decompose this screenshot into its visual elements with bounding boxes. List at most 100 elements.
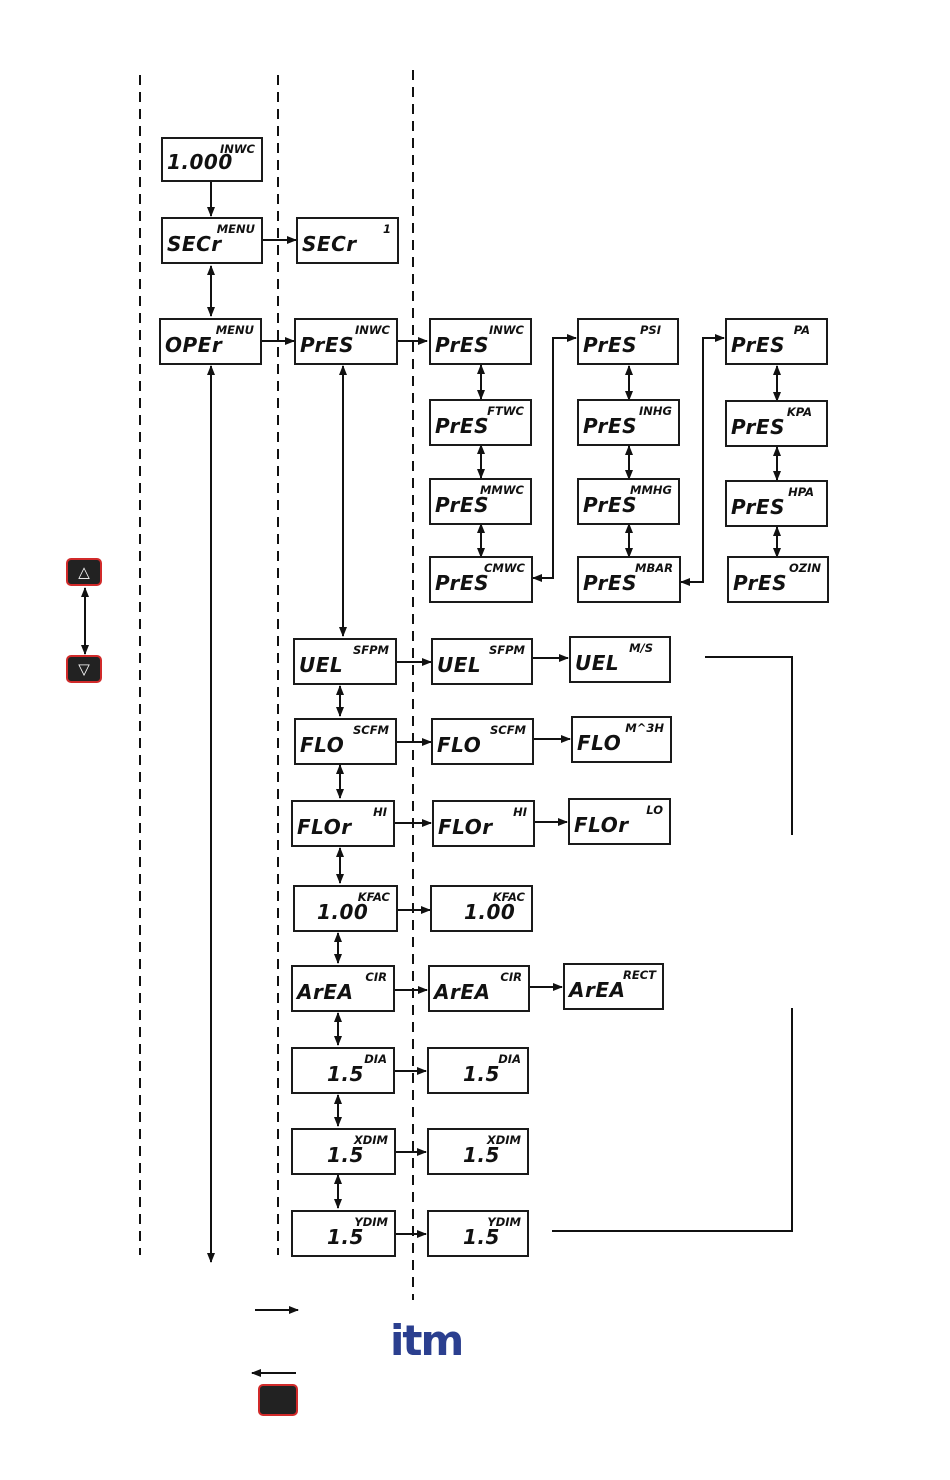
return-bracket-lower: [552, 1008, 793, 1232]
display-unit: MENU: [215, 323, 254, 337]
display-main: PrES: [300, 333, 354, 357]
display-unit: XDIM: [353, 1133, 388, 1147]
display-oper-menu: OPEr MENU: [159, 318, 262, 365]
display-unit: DIA: [498, 1052, 521, 1066]
display-dia-select: 1.5 DIA: [291, 1047, 395, 1094]
display-kfac-value: 1.00 KFAC: [430, 885, 533, 932]
display-unit: M/S: [629, 641, 653, 655]
arrow-mbar-pa: [680, 334, 725, 586]
display-secr-value: SECr 1: [296, 217, 399, 264]
display-main: PrES: [731, 495, 785, 519]
display-flor-lo: FLOr LO: [568, 798, 671, 845]
display-vel-sfpm: UEL SFPM: [431, 638, 533, 685]
display-unit: CIR: [500, 970, 522, 984]
display-main: FLOr: [574, 813, 629, 837]
display-main: OPEr: [165, 333, 223, 357]
display-main: 1.00: [317, 900, 369, 924]
display-main: 1.5: [327, 1143, 364, 1167]
display-vel-ms: UEL M/S: [569, 636, 671, 683]
display-pres-hpa: PrES HPA: [725, 480, 828, 527]
display-unit: XDIM: [486, 1133, 521, 1147]
display-dia-value: 1.5 DIA: [427, 1047, 529, 1094]
display-main: ArEA: [297, 980, 354, 1004]
display-unit: M^3H: [625, 721, 664, 735]
display-ydim-value: 1.5 YDIM: [427, 1210, 529, 1257]
display-main: PrES: [435, 414, 489, 438]
display-unit: INWC: [488, 323, 524, 337]
display-vel-select: UEL SFPM: [293, 638, 397, 685]
display-main: FLO: [300, 733, 345, 757]
display-unit: CIR: [365, 970, 387, 984]
display-pres-kpa: PrES KPA: [725, 400, 828, 447]
display-unit: INHG: [639, 404, 672, 418]
display-main: 1.5: [463, 1143, 500, 1167]
display-main: ArEA: [434, 980, 491, 1004]
display-main: 1.5: [463, 1062, 500, 1086]
return-bracket-upper: [705, 656, 793, 835]
display-unit: SFPM: [352, 643, 389, 657]
display-main: SECr: [302, 232, 357, 256]
display-xdim-value: 1.5 XDIM: [427, 1128, 529, 1175]
display-unit: DIA: [364, 1052, 387, 1066]
display-flo-m3h: FLO M^3H: [571, 716, 672, 763]
display-unit: 1: [382, 222, 391, 236]
display-pres-mmhg: PrES MMHG: [577, 478, 680, 525]
display-unit: MMWC: [479, 483, 524, 497]
display-unit: HI: [373, 805, 387, 819]
display-unit: HI: [513, 805, 527, 819]
display-unit: OZIN: [788, 561, 821, 575]
display-flor-select: FLOr HI: [291, 800, 395, 847]
display-pres-pa: PrES PA: [725, 318, 828, 365]
up-key-icon: △: [66, 558, 102, 586]
display-pres-inhg: PrES INHG: [577, 399, 680, 446]
display-area-rect: ArEA RECT: [563, 963, 664, 1010]
display-home: 1.000 INWC: [161, 137, 263, 182]
arrow-cmwc-psi: [532, 334, 577, 582]
down-key-icon: ▽: [66, 655, 102, 683]
display-area-cir: ArEA CIR: [428, 965, 530, 1012]
display-main: FLO: [437, 733, 482, 757]
display-main: PrES: [733, 571, 787, 595]
display-main: UEL: [575, 651, 620, 675]
display-unit: PSI: [640, 323, 661, 337]
display-main: PrES: [583, 333, 637, 357]
display-main: 1.00: [464, 900, 516, 924]
display-pres-psi: PrES PSI: [577, 318, 679, 365]
display-main: FLOr: [438, 815, 493, 839]
display-unit: YDIM: [487, 1215, 521, 1229]
display-pres-inwc: PrES INWC: [429, 318, 532, 365]
display-unit: MMHG: [630, 483, 672, 497]
display-unit: KPA: [786, 405, 812, 419]
enter-key-icon: [258, 1384, 298, 1416]
display-main: PrES: [731, 415, 785, 439]
display-unit: CMWC: [483, 561, 525, 575]
display-unit: SCFM: [352, 723, 389, 737]
display-pres-cmwc: PrES CMWC: [429, 556, 533, 603]
display-main: FLOr: [297, 815, 352, 839]
display-pres-ftwc: PrES FTWC: [429, 399, 532, 446]
display-unit: KFAC: [492, 890, 525, 904]
display-main: FLO: [577, 731, 622, 755]
display-unit: RECT: [623, 968, 656, 982]
display-main: PrES: [583, 493, 637, 517]
display-main: PrES: [435, 571, 489, 595]
display-unit: KFAC: [357, 890, 390, 904]
display-main: UEL: [299, 653, 344, 677]
display-secr-menu: SECr MENU: [161, 217, 263, 264]
display-xdim-select: 1.5 XDIM: [291, 1128, 396, 1175]
display-unit: SCFM: [489, 723, 526, 737]
display-unit: HPA: [788, 485, 814, 499]
display-unit: MBAR: [635, 561, 673, 575]
display-flo-select: FLO SCFM: [294, 718, 397, 765]
display-main: UEL: [437, 653, 482, 677]
display-main: 1.000: [167, 150, 233, 174]
display-flo-scfm: FLO SCFM: [431, 718, 534, 765]
display-unit: FTWC: [487, 404, 524, 418]
display-main: 1.5: [327, 1225, 364, 1249]
display-unit: INWC: [354, 323, 390, 337]
display-unit: YDIM: [354, 1215, 388, 1229]
display-kfac-select: 1.00 KFAC: [293, 885, 398, 932]
display-main: 1.5: [327, 1062, 364, 1086]
display-pres-mmwc: PrES MMWC: [429, 478, 532, 525]
